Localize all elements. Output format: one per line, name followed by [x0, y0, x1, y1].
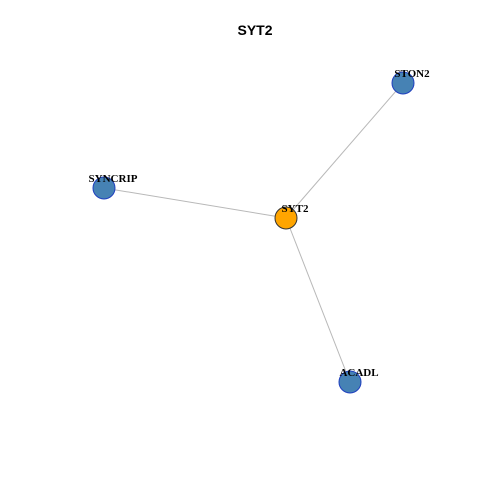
diagram-title: SYT2 — [237, 22, 272, 38]
node-circle-acadl — [338, 370, 362, 394]
edge-syt2-syncrip — [103, 187, 287, 219]
node-syt2: SYT2 — [274, 203, 309, 230]
node-ston2: STON2 — [391, 68, 430, 95]
node-acadl: ACADL — [338, 367, 379, 394]
node-label-ston2: STON2 — [394, 68, 430, 80]
node-label-syt2: SYT2 — [282, 203, 309, 215]
node-circle-ston2 — [391, 71, 415, 95]
node-label-acadl: ACADL — [339, 367, 378, 379]
edges-layer — [103, 82, 404, 383]
node-label-syncrip: SYNCRIP — [89, 173, 138, 185]
edge-syt2-acadl — [285, 217, 351, 383]
edge-syt2-ston2 — [285, 82, 404, 219]
node-circle-syt2 — [274, 206, 298, 230]
node-circle-syncrip — [92, 176, 116, 200]
node-syncrip: SYNCRIP — [89, 173, 138, 200]
